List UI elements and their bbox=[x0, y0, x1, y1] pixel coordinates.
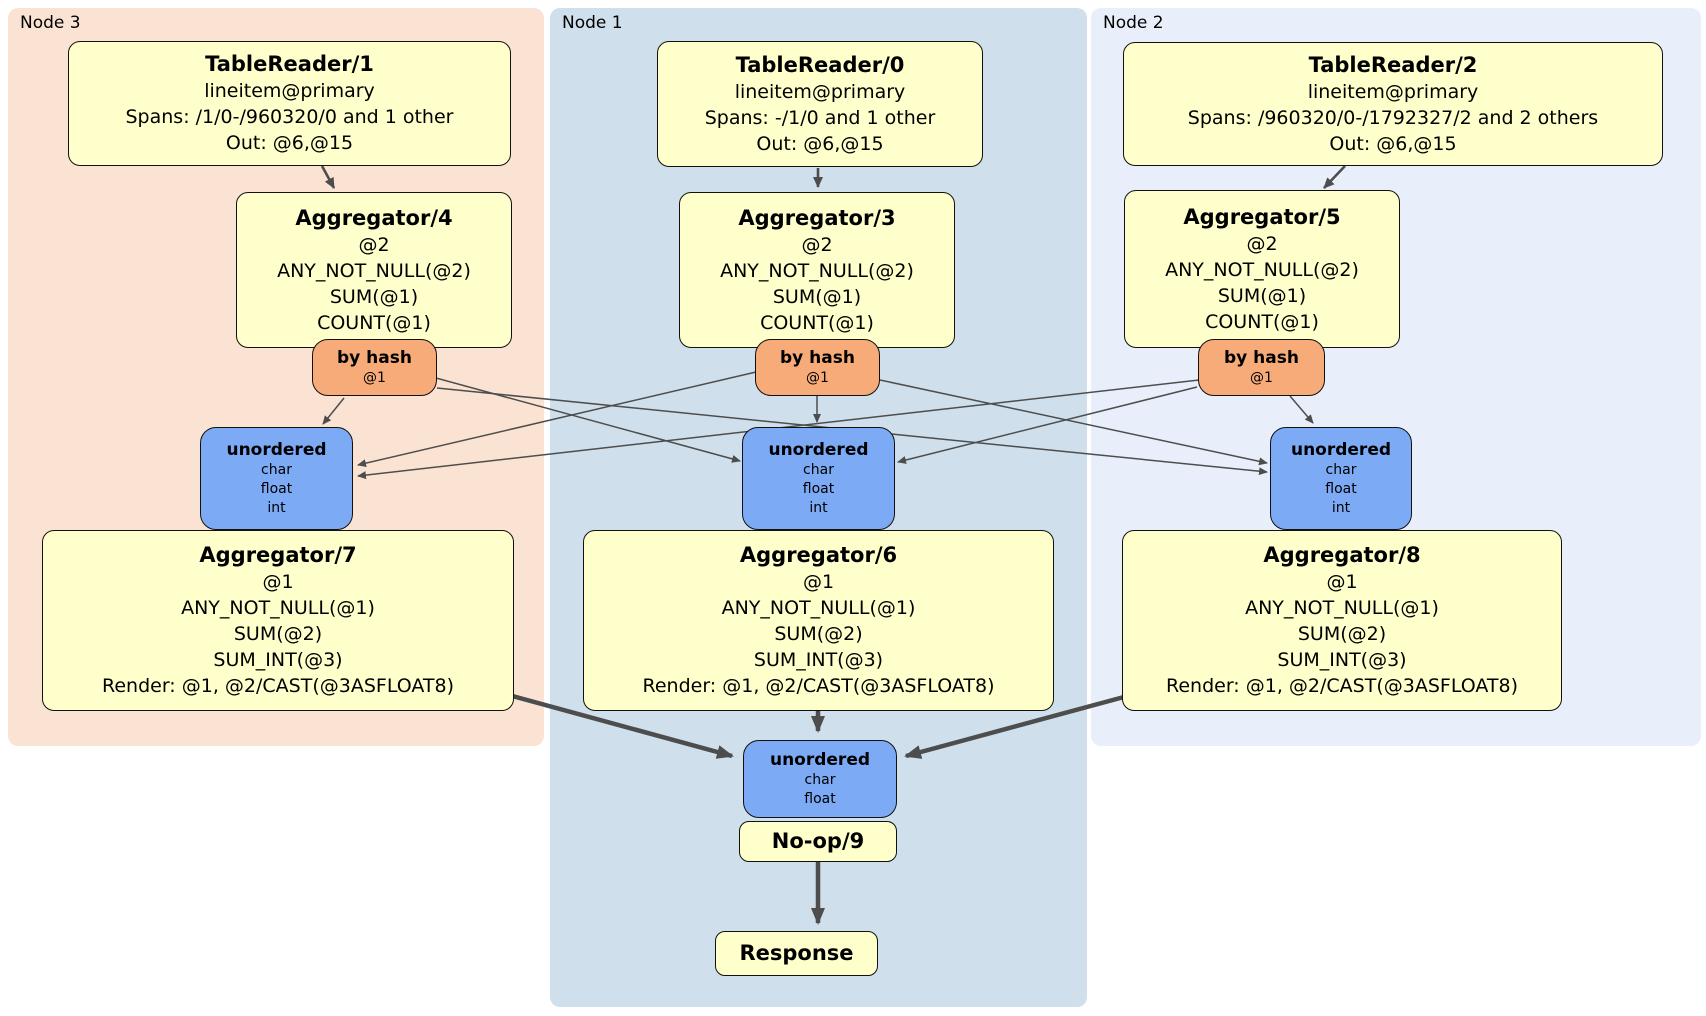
hash-router-5: by hash @1 bbox=[1198, 339, 1325, 396]
aggregator-8-node: Aggregator/8 @1 ANY_NOT_NULL(@1) SUM(@2)… bbox=[1122, 530, 1562, 711]
aggregator-4-fn3: COUNT(@1) bbox=[317, 311, 431, 334]
unordered-sync-final: unordered char float bbox=[743, 740, 897, 818]
aggregator-5-title: Aggregator/5 bbox=[1183, 204, 1341, 229]
aggregator-4-node: Aggregator/4 @2 ANY_NOT_NULL(@2) SUM(@1)… bbox=[236, 192, 512, 348]
hash-router-3-key: @1 bbox=[806, 370, 829, 386]
aggregator-6-node: Aggregator/6 @1 ANY_NOT_NULL(@1) SUM(@2)… bbox=[583, 530, 1054, 711]
aggregator-4-group: @2 bbox=[358, 233, 390, 256]
unordered-sync-6-col2: float bbox=[802, 481, 835, 497]
aggregator-5-fn1: ANY_NOT_NULL(@2) bbox=[1165, 258, 1359, 281]
tablereader-1-title: TableReader/1 bbox=[205, 52, 374, 76]
aggregator-5-node: Aggregator/5 @2 ANY_NOT_NULL(@2) SUM(@1)… bbox=[1124, 190, 1400, 348]
hash-router-4-key: @1 bbox=[363, 370, 386, 386]
edge-hash3-un7 bbox=[357, 371, 757, 468]
aggregator-3-fn2: SUM(@1) bbox=[772, 285, 862, 308]
tablereader-2-spans: Spans: /960320/0-/1792327/2 and 2 others bbox=[1187, 106, 1599, 129]
aggregator-8-group: @1 bbox=[1326, 571, 1358, 593]
tablereader-2-title: TableReader/2 bbox=[1308, 52, 1478, 77]
unordered-sync-final-title: unordered bbox=[769, 750, 871, 770]
hash-router-3: by hash @1 bbox=[755, 339, 880, 396]
aggregator-8-fn3: SUM_INT(@3) bbox=[1277, 649, 1407, 671]
aggregator-8-fn2: SUM(@2) bbox=[1297, 623, 1387, 645]
unordered-sync-8: unordered char float int bbox=[1270, 427, 1412, 530]
tablereader-1-index: lineitem@primary bbox=[204, 80, 375, 102]
edge-hash4-un7 bbox=[322, 397, 345, 425]
node2-label: Node 2 bbox=[1103, 13, 1164, 33]
unordered-sync-6: unordered char float int bbox=[742, 427, 895, 530]
aggregator-4-fn2: SUM(@1) bbox=[329, 285, 419, 308]
aggregator-7-render: Render: @1, @2/CAST(@3ASFLOAT8) bbox=[102, 675, 454, 697]
edge-agg8-unfinal bbox=[904, 691, 1136, 759]
unordered-sync-final-col1: char bbox=[804, 772, 836, 788]
tablereader-0-out: Out: @6,@15 bbox=[756, 132, 884, 155]
aggregator-6-fn1: ANY_NOT_NULL(@1) bbox=[721, 597, 916, 619]
aggregator-3-group: @2 bbox=[801, 233, 833, 256]
tablereader-2-out: Out: @6,@15 bbox=[1329, 132, 1457, 155]
unordered-sync-6-col1: char bbox=[803, 462, 834, 478]
aggregator-7-group: @1 bbox=[262, 571, 294, 593]
aggregator-6-fn3: SUM_INT(@3) bbox=[753, 649, 884, 671]
tablereader-1-node: TableReader/1 lineitem@primary Spans: /1… bbox=[68, 41, 511, 166]
edge-hash5-un8 bbox=[1289, 395, 1314, 424]
hash-router-3-title: by hash bbox=[780, 348, 855, 368]
tablereader-0-spans: Spans: -/1/0 and 1 other bbox=[704, 106, 936, 129]
unordered-sync-7-col2: float bbox=[260, 481, 293, 497]
response-node: Response bbox=[715, 931, 878, 976]
aggregator-4-title: Aggregator/4 bbox=[295, 205, 453, 230]
edge-tr1-agg4 bbox=[320, 165, 336, 189]
aggregator-7-fn3: SUM_INT(@3) bbox=[213, 649, 343, 671]
tablereader-0-title: TableReader/0 bbox=[735, 52, 905, 77]
unordered-sync-final-col2: float bbox=[804, 791, 836, 807]
tablereader-0-node: TableReader/0 lineitem@primary Spans: -/… bbox=[657, 41, 983, 167]
aggregator-3-fn3: COUNT(@1) bbox=[760, 311, 874, 334]
unordered-sync-7-col3: int bbox=[267, 500, 286, 516]
unordered-sync-8-col3: int bbox=[1331, 500, 1351, 516]
response-title: Response bbox=[739, 941, 854, 965]
unordered-sync-7: unordered char float int bbox=[200, 427, 353, 530]
tablereader-1-out: Out: @6,@15 bbox=[225, 132, 354, 154]
aggregator-8-title: Aggregator/8 bbox=[1263, 543, 1421, 567]
aggregator-5-group: @2 bbox=[1246, 232, 1278, 255]
tablereader-0-index: lineitem@primary bbox=[734, 80, 906, 103]
aggregator-6-render: Render: @1, @2/CAST(@3ASFLOAT8) bbox=[642, 675, 995, 697]
unordered-sync-8-col2: float bbox=[1325, 481, 1357, 497]
unordered-sync-8-col1: char bbox=[1325, 462, 1357, 478]
aggregator-7-fn1: ANY_NOT_NULL(@1) bbox=[181, 597, 375, 619]
unordered-sync-7-col1: char bbox=[261, 462, 292, 478]
aggregator-8-render: Render: @1, @2/CAST(@3ASFLOAT8) bbox=[1166, 675, 1518, 697]
aggregator-5-fn2: SUM(@1) bbox=[1217, 284, 1307, 307]
noop-9-title: No-op/9 bbox=[771, 829, 865, 853]
aggregator-7-node: Aggregator/7 @1 ANY_NOT_NULL(@1) SUM(@2)… bbox=[42, 530, 514, 711]
edge-hash4-un6 bbox=[435, 377, 741, 463]
tablereader-2-index: lineitem@primary bbox=[1307, 80, 1479, 103]
aggregator-3-fn1: ANY_NOT_NULL(@2) bbox=[720, 259, 914, 282]
aggregator-6-fn2: SUM(@2) bbox=[774, 623, 863, 645]
aggregator-3-node: Aggregator/3 @2 ANY_NOT_NULL(@2) SUM(@1)… bbox=[679, 192, 955, 348]
edge-agg7-unfinal bbox=[504, 691, 734, 759]
edge-tr2-agg5 bbox=[1323, 165, 1346, 189]
edge-hash5-un6 bbox=[897, 386, 1198, 464]
aggregator-7-title: Aggregator/7 bbox=[199, 543, 357, 567]
edge-hash3-un8 bbox=[879, 379, 1268, 466]
unordered-sync-8-title: unordered bbox=[1290, 440, 1392, 460]
tablereader-1-spans: Spans: /1/0-/960320/0 and 1 other bbox=[125, 106, 454, 128]
aggregator-3-title: Aggregator/3 bbox=[738, 205, 896, 230]
hash-router-4: by hash @1 bbox=[312, 339, 437, 396]
hash-router-5-key: @1 bbox=[1250, 370, 1273, 386]
noop-9-node: No-op/9 bbox=[739, 821, 897, 862]
node1-label: Node 1 bbox=[562, 13, 623, 33]
aggregator-5-fn3: COUNT(@1) bbox=[1205, 310, 1319, 333]
aggregator-6-title: Aggregator/6 bbox=[739, 543, 898, 567]
unordered-sync-6-title: unordered bbox=[768, 440, 869, 460]
aggregator-8-fn1: ANY_NOT_NULL(@1) bbox=[1245, 597, 1439, 619]
tablereader-2-node: TableReader/2 lineitem@primary Spans: /9… bbox=[1123, 42, 1663, 166]
aggregator-6-group: @1 bbox=[802, 571, 835, 593]
aggregator-4-fn1: ANY_NOT_NULL(@2) bbox=[277, 259, 471, 282]
hash-router-5-title: by hash bbox=[1224, 348, 1299, 368]
aggregator-7-fn2: SUM(@2) bbox=[233, 623, 323, 645]
unordered-sync-7-title: unordered bbox=[226, 440, 327, 460]
hash-router-4-title: by hash bbox=[337, 348, 412, 368]
node3-label: Node 3 bbox=[20, 13, 81, 33]
unordered-sync-6-col3: int bbox=[809, 500, 828, 516]
